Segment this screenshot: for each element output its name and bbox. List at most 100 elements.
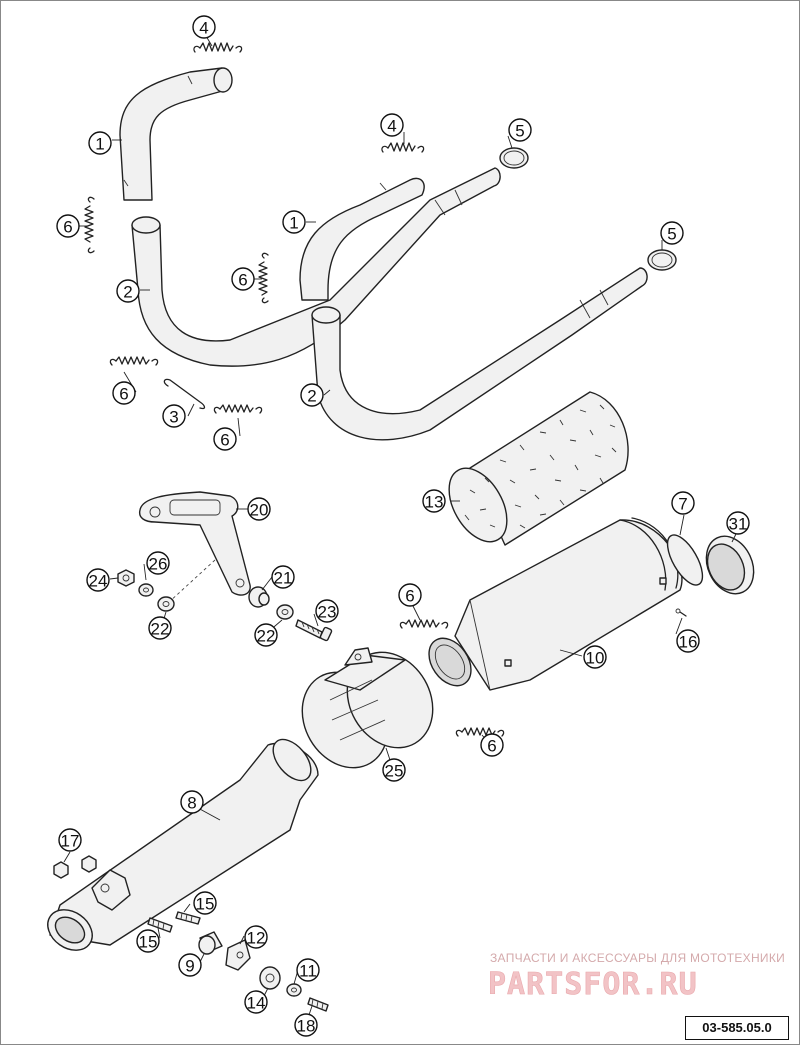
callout-label: 3 bbox=[169, 408, 178, 427]
stud-15-lower bbox=[147, 917, 173, 933]
callout-17: 17 bbox=[58, 828, 82, 852]
callout-circle bbox=[116, 279, 140, 303]
callout-12: 12 bbox=[244, 925, 268, 949]
callout-1: 1 bbox=[88, 131, 112, 155]
callout-label: 22 bbox=[257, 627, 276, 646]
callout-6: 6 bbox=[56, 214, 80, 238]
callout-circle bbox=[136, 929, 160, 953]
stud-15-upper bbox=[175, 911, 201, 925]
callout-circle bbox=[146, 551, 170, 575]
callout-circle bbox=[671, 491, 695, 515]
nut-24 bbox=[117, 569, 135, 587]
spring-6-lower-muffler bbox=[455, 727, 505, 737]
callout-1: 1 bbox=[282, 210, 306, 234]
clamp-ring-upper bbox=[499, 147, 529, 169]
callout-circle bbox=[296, 958, 320, 982]
callout-circle bbox=[282, 210, 306, 234]
callout-23: 23 bbox=[315, 599, 339, 623]
callout-6: 6 bbox=[398, 583, 422, 607]
callout-13: 13 bbox=[422, 489, 446, 513]
callout-7: 7 bbox=[671, 491, 695, 515]
bracket-assembly-line bbox=[167, 559, 216, 604]
watermark-tagline: ЗАПЧАСТИ И АКСЕССУАРЫ ДЛЯ МОТОТЕХНИКИ bbox=[490, 951, 785, 965]
callout-label: 31 bbox=[729, 515, 748, 534]
callout-label: 16 bbox=[679, 633, 698, 652]
callout-2: 2 bbox=[300, 383, 324, 407]
callout-4: 4 bbox=[380, 113, 404, 137]
callout-circle bbox=[244, 990, 268, 1014]
callout-circle bbox=[422, 489, 446, 513]
rivet-16 bbox=[675, 608, 687, 617]
callout-6: 6 bbox=[112, 381, 136, 405]
callout-18: 18 bbox=[294, 1013, 318, 1037]
muffler-clamp bbox=[301, 647, 434, 769]
callout-label: 6 bbox=[487, 737, 496, 756]
callout-circle bbox=[162, 404, 186, 428]
header-pipe-upper-left bbox=[119, 67, 233, 201]
callout-11: 11 bbox=[296, 958, 320, 982]
callout-circle bbox=[86, 568, 110, 592]
callout-circle bbox=[508, 118, 532, 142]
end-cap-screen bbox=[705, 535, 755, 595]
callout-circle bbox=[58, 828, 82, 852]
callout-label: 23 bbox=[318, 603, 337, 622]
callout-6: 6 bbox=[480, 733, 504, 757]
bracket-12 bbox=[225, 939, 251, 971]
callout-circle bbox=[271, 565, 295, 589]
callout-20: 20 bbox=[247, 497, 271, 521]
callout-circle bbox=[178, 953, 202, 977]
watermark-brand: PARTSFOR.RU bbox=[488, 967, 698, 1002]
callout-10: 10 bbox=[583, 645, 607, 669]
washer-26 bbox=[138, 583, 154, 597]
spring-4-center bbox=[381, 142, 425, 153]
callout-31: 31 bbox=[726, 511, 750, 535]
callout-label: 6 bbox=[238, 271, 247, 290]
callout-circle bbox=[112, 381, 136, 405]
link-pipe bbox=[47, 738, 319, 951]
spacer-9 bbox=[198, 931, 223, 955]
callout-circle bbox=[247, 497, 271, 521]
callout-label: 2 bbox=[307, 387, 316, 406]
rubber-14 bbox=[259, 966, 281, 990]
callout-14: 14 bbox=[244, 990, 268, 1014]
callout-label: 17 bbox=[61, 832, 80, 851]
callout-3: 3 bbox=[162, 404, 186, 428]
callout-circle bbox=[382, 758, 406, 782]
bolt-18 bbox=[307, 997, 329, 1012]
callout-label: 15 bbox=[139, 933, 158, 952]
washer-22-left bbox=[157, 596, 175, 612]
callout-label: 26 bbox=[149, 555, 168, 574]
callout-circle bbox=[300, 383, 324, 407]
callout-25: 25 bbox=[382, 758, 406, 782]
callout-label: 1 bbox=[95, 135, 104, 154]
callout-label: 25 bbox=[385, 762, 404, 781]
callout-label: 5 bbox=[515, 122, 524, 141]
callout-label: 6 bbox=[119, 385, 128, 404]
callout-label: 1 bbox=[289, 214, 298, 233]
callout-16: 16 bbox=[676, 629, 700, 653]
callout-label: 8 bbox=[187, 794, 196, 813]
spring-4-upper bbox=[193, 42, 243, 53]
callout-2: 2 bbox=[116, 279, 140, 303]
wire-hook bbox=[163, 378, 206, 410]
callout-circle bbox=[244, 925, 268, 949]
callout-24: 24 bbox=[86, 568, 110, 592]
callout-label: 18 bbox=[297, 1017, 316, 1036]
callout-8: 8 bbox=[180, 790, 204, 814]
spring-6-center-vertical bbox=[258, 252, 269, 304]
callout-5: 5 bbox=[660, 221, 684, 245]
callout-circle bbox=[56, 214, 80, 238]
diagram-reference-number: 03-585.05.0 bbox=[685, 1016, 789, 1040]
bolt-23 bbox=[295, 619, 333, 642]
callout-label: 20 bbox=[250, 501, 269, 520]
callout-circle bbox=[213, 427, 237, 451]
callout-label: 11 bbox=[299, 962, 317, 981]
callout-label: 9 bbox=[185, 957, 194, 976]
callout-label: 4 bbox=[199, 19, 208, 38]
callout-circle bbox=[676, 629, 700, 653]
nut-17-right bbox=[81, 855, 97, 873]
callout-circle bbox=[315, 599, 339, 623]
spring-6-lower-left bbox=[109, 356, 159, 366]
callout-circle bbox=[192, 15, 216, 39]
